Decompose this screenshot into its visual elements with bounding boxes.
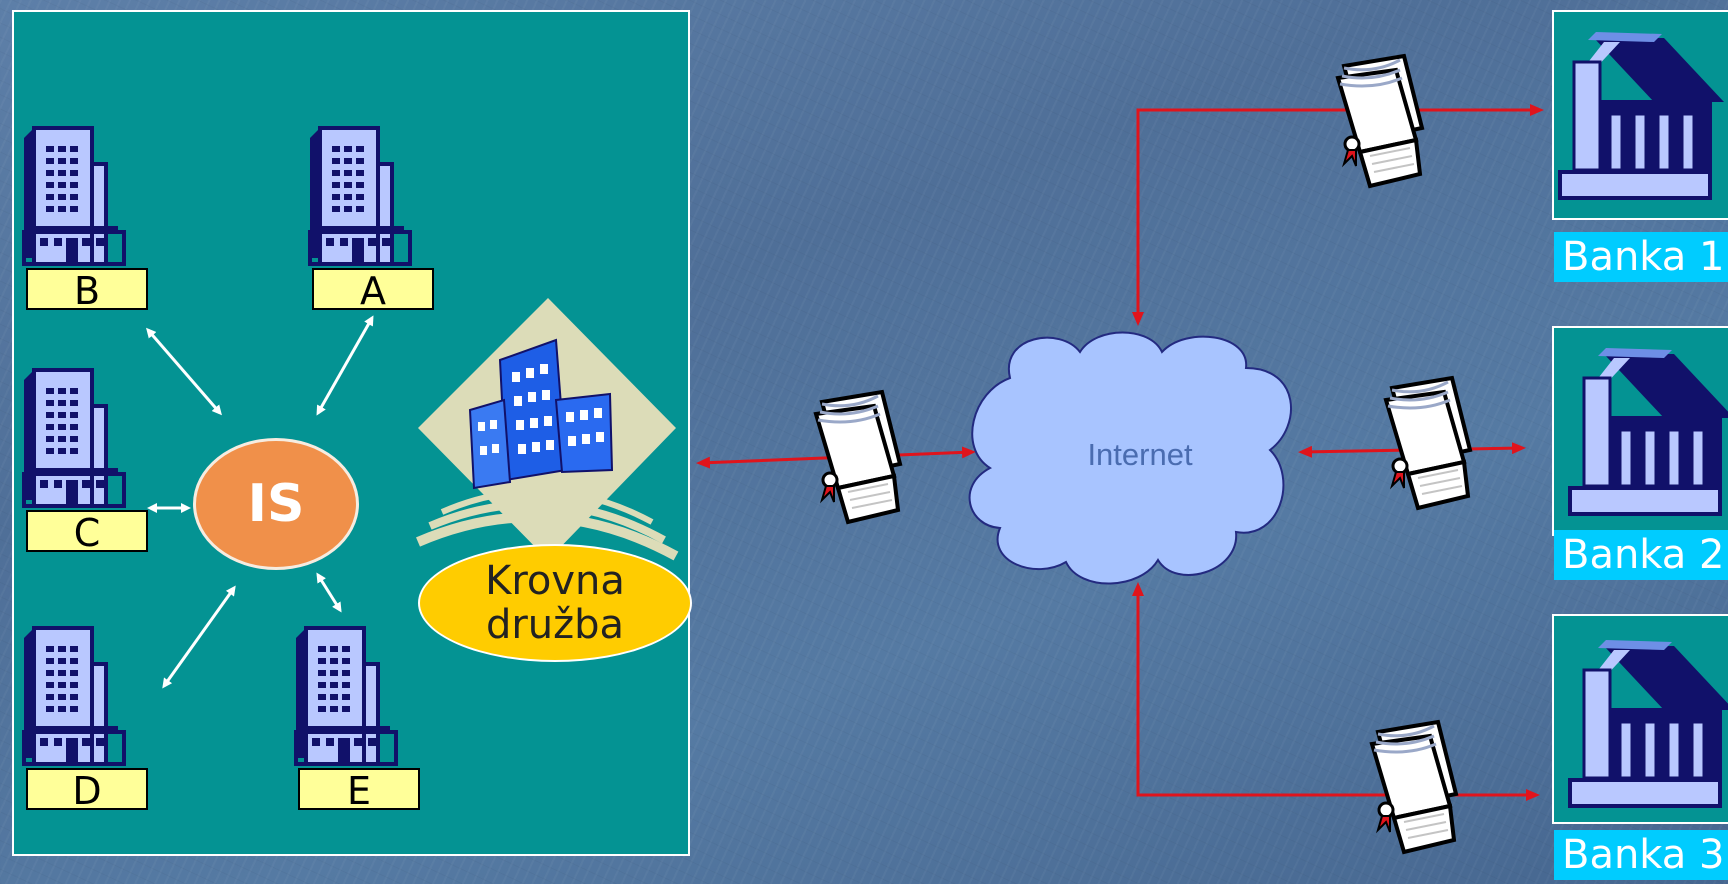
information-system-hub: IS xyxy=(193,438,359,570)
bank-building-icon-1 xyxy=(1558,30,1726,200)
link-b-is xyxy=(146,327,222,416)
bank-building-icon-2 xyxy=(1568,346,1728,516)
subsidiary-label-c: C xyxy=(26,510,148,554)
signed-document-icon-bank1 xyxy=(1336,54,1424,188)
office-building-icon-e xyxy=(294,626,398,766)
bank-3-box xyxy=(1552,614,1728,824)
subsidiary-label-e: E xyxy=(298,768,420,812)
link-internet-bank3 xyxy=(1132,582,1540,801)
internal-links xyxy=(146,315,374,689)
signed-document-icon-bank2 xyxy=(1384,376,1472,510)
office-building-icon-b xyxy=(22,126,126,266)
link-a-is xyxy=(316,315,374,416)
bank-2-label: Banka 2 xyxy=(1554,530,1728,580)
link-internet-bank1 xyxy=(1132,104,1544,326)
bank-2-box xyxy=(1552,326,1728,536)
parent-label-line2: družba xyxy=(485,602,625,648)
bank-building-icon-3 xyxy=(1568,638,1728,808)
office-building-icon-d xyxy=(22,626,126,766)
signed-document-icon-group xyxy=(814,390,902,524)
subsidiary-label-a: A xyxy=(312,268,434,312)
link-e-is xyxy=(316,572,342,613)
hub-label: IS xyxy=(247,474,305,534)
parent-company: Krovna družba xyxy=(418,544,692,662)
bank-3-label: Banka 3 xyxy=(1554,830,1728,880)
signed-document-icon-bank3 xyxy=(1370,720,1458,854)
link-d-is xyxy=(162,585,236,689)
internet-label: Internet xyxy=(1087,437,1193,472)
subsidiary-label-d: D xyxy=(26,768,148,812)
bank-1-label: Banka 1 xyxy=(1554,232,1728,282)
city-buildings-icon xyxy=(416,298,679,561)
office-building-icon-a xyxy=(308,126,412,266)
office-building-icon-c xyxy=(22,368,126,508)
cloud-icon xyxy=(968,331,1292,585)
parent-label-line1: Krovna xyxy=(485,558,625,604)
bank-1-box xyxy=(1552,10,1728,220)
subsidiary-label-b: B xyxy=(26,268,148,312)
